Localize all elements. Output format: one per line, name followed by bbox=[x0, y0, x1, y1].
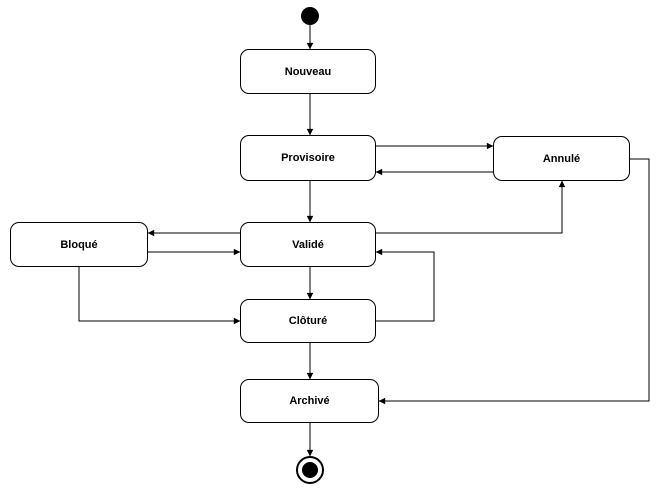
edge-bloque-to-cloture bbox=[78, 267, 241, 325]
state-annule-label: Annulé bbox=[542, 152, 581, 165]
initial-state-icon bbox=[301, 7, 319, 25]
final-state-icon bbox=[296, 456, 324, 484]
state-archive-label: Archivé bbox=[289, 395, 330, 407]
edge-annule-to-archive bbox=[378, 158, 650, 405]
edge-cloture-to-valide bbox=[375, 248, 435, 322]
edge-valide-to-annule bbox=[376, 180, 566, 234]
state-nouveau-label: Nouveau bbox=[284, 65, 332, 78]
state-provisoire: Provisoire bbox=[240, 135, 376, 181]
state-bloque-label: Bloqué bbox=[60, 238, 98, 251]
state-valide: Validé bbox=[240, 222, 376, 267]
state-annule: Annulé bbox=[493, 136, 630, 181]
state-nouveau: Nouveau bbox=[240, 49, 376, 94]
state-provisoire-label: Provisoire bbox=[281, 152, 335, 164]
state-valide-label: Validé bbox=[292, 238, 324, 251]
final-state-dot bbox=[302, 462, 318, 478]
state-cloture-label: Clôturé bbox=[288, 315, 328, 327]
state-archive: Archivé bbox=[240, 379, 379, 423]
state-cloture: Clôturé bbox=[240, 299, 376, 343]
state-bloque: Bloqué bbox=[10, 222, 148, 267]
